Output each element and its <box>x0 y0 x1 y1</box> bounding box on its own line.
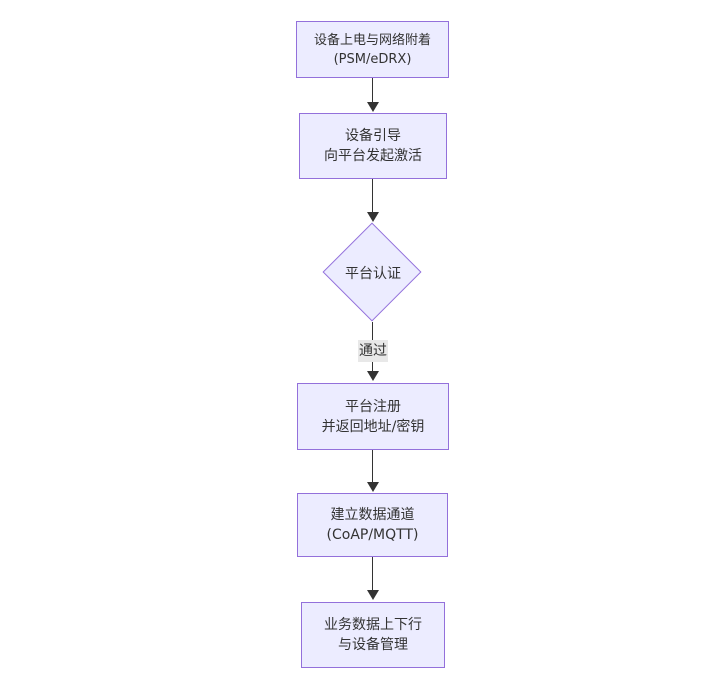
edge-attach-to-bootstrap <box>372 78 373 104</box>
node-text-line: 向平台发起激活 <box>324 148 422 164</box>
edge-register-to-channel <box>372 450 373 483</box>
node-text-line: (PSM/eDRX) <box>333 51 412 67</box>
flow-node-power-network-attach: 设备上电与网络附着 (PSM/eDRX) <box>296 21 449 78</box>
arrowhead-down-icon <box>367 371 379 381</box>
edge-channel-to-business <box>372 557 373 591</box>
flow-node-device-bootstrap: 设备引导 向平台发起激活 <box>299 113 447 179</box>
node-text-line: (CoAP/MQTT) <box>326 527 419 543</box>
arrowhead-down-icon <box>367 590 379 600</box>
node-text-line: 设备引导 <box>345 128 401 144</box>
node-text-line: 平台认证 <box>345 266 401 282</box>
node-text-line: 平台注册 <box>345 398 401 415</box>
flow-node-data-channel: 建立数据通道 (CoAP/MQTT) <box>297 493 448 557</box>
edge-bootstrap-to-auth <box>372 179 373 213</box>
node-text-line: 与设备管理 <box>338 637 408 653</box>
decision-node-platform-auth: 平台认证 <box>322 222 423 323</box>
arrowhead-down-icon <box>367 212 379 222</box>
node-text-line: 并返回地址/密钥 <box>321 418 425 435</box>
node-text-line: 建立数据通道 <box>330 507 415 523</box>
node-text-line: 业务数据上下行 <box>324 617 422 633</box>
flow-node-platform-register: 平台注册 并返回地址/密钥 <box>297 383 449 450</box>
flow-node-business-data: 业务数据上下行 与设备管理 <box>301 602 445 668</box>
arrowhead-down-icon <box>367 102 379 112</box>
node-text-line: 设备上电与网络附着 <box>313 32 431 48</box>
edge-label-pass: 通过 <box>358 340 388 362</box>
arrowhead-down-icon <box>367 482 379 492</box>
